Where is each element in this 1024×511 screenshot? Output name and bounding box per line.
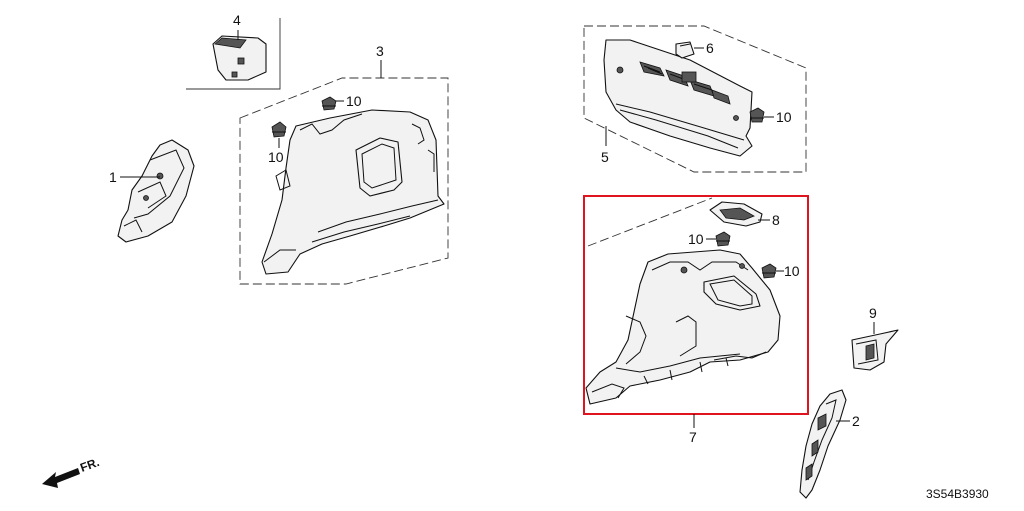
part-7-lower-side-lining [585, 249, 781, 405]
callout-8: 8 [772, 212, 780, 228]
part-2-trim-strip [799, 389, 847, 499]
callout-1: 1 [109, 169, 117, 185]
part-3-outline [239, 77, 449, 285]
part-7-highlight-box [583, 195, 809, 415]
callout-6: 6 [706, 40, 714, 56]
part-9-bracket [851, 329, 899, 371]
clip-10-c [749, 107, 765, 123]
callout-2: 2 [852, 413, 860, 429]
front-direction-arrow-icon [42, 468, 80, 488]
clip-10-a [321, 96, 337, 111]
callout-7: 7 [689, 429, 697, 445]
clip-10-d [715, 231, 731, 247]
part-4-trim-cap [186, 18, 281, 90]
clip-10-b [271, 121, 287, 138]
callout-9: 9 [869, 305, 877, 321]
part-6-clip [675, 41, 695, 59]
callout-10-a: 10 [346, 93, 362, 109]
callout-10-b: 10 [268, 149, 284, 165]
direction-label: FR. [78, 455, 101, 475]
callout-10-d: 10 [688, 231, 704, 247]
part-7-inner-dash [587, 197, 713, 247]
callout-10-e: 10 [784, 263, 800, 279]
part-8-cover [709, 201, 763, 227]
callout-3: 3 [376, 43, 384, 59]
callout-4: 4 [233, 12, 241, 28]
diagram-code: 3S54B3930 [926, 487, 989, 501]
part-5-upper-rear-trim [603, 39, 753, 157]
part-1-side-panel [117, 139, 195, 243]
part-3-rear-side-lining [261, 109, 445, 275]
callout-5: 5 [601, 149, 609, 165]
callout-10-c: 10 [776, 109, 792, 125]
part-5-outline [583, 25, 807, 173]
clip-10-e [761, 263, 777, 279]
